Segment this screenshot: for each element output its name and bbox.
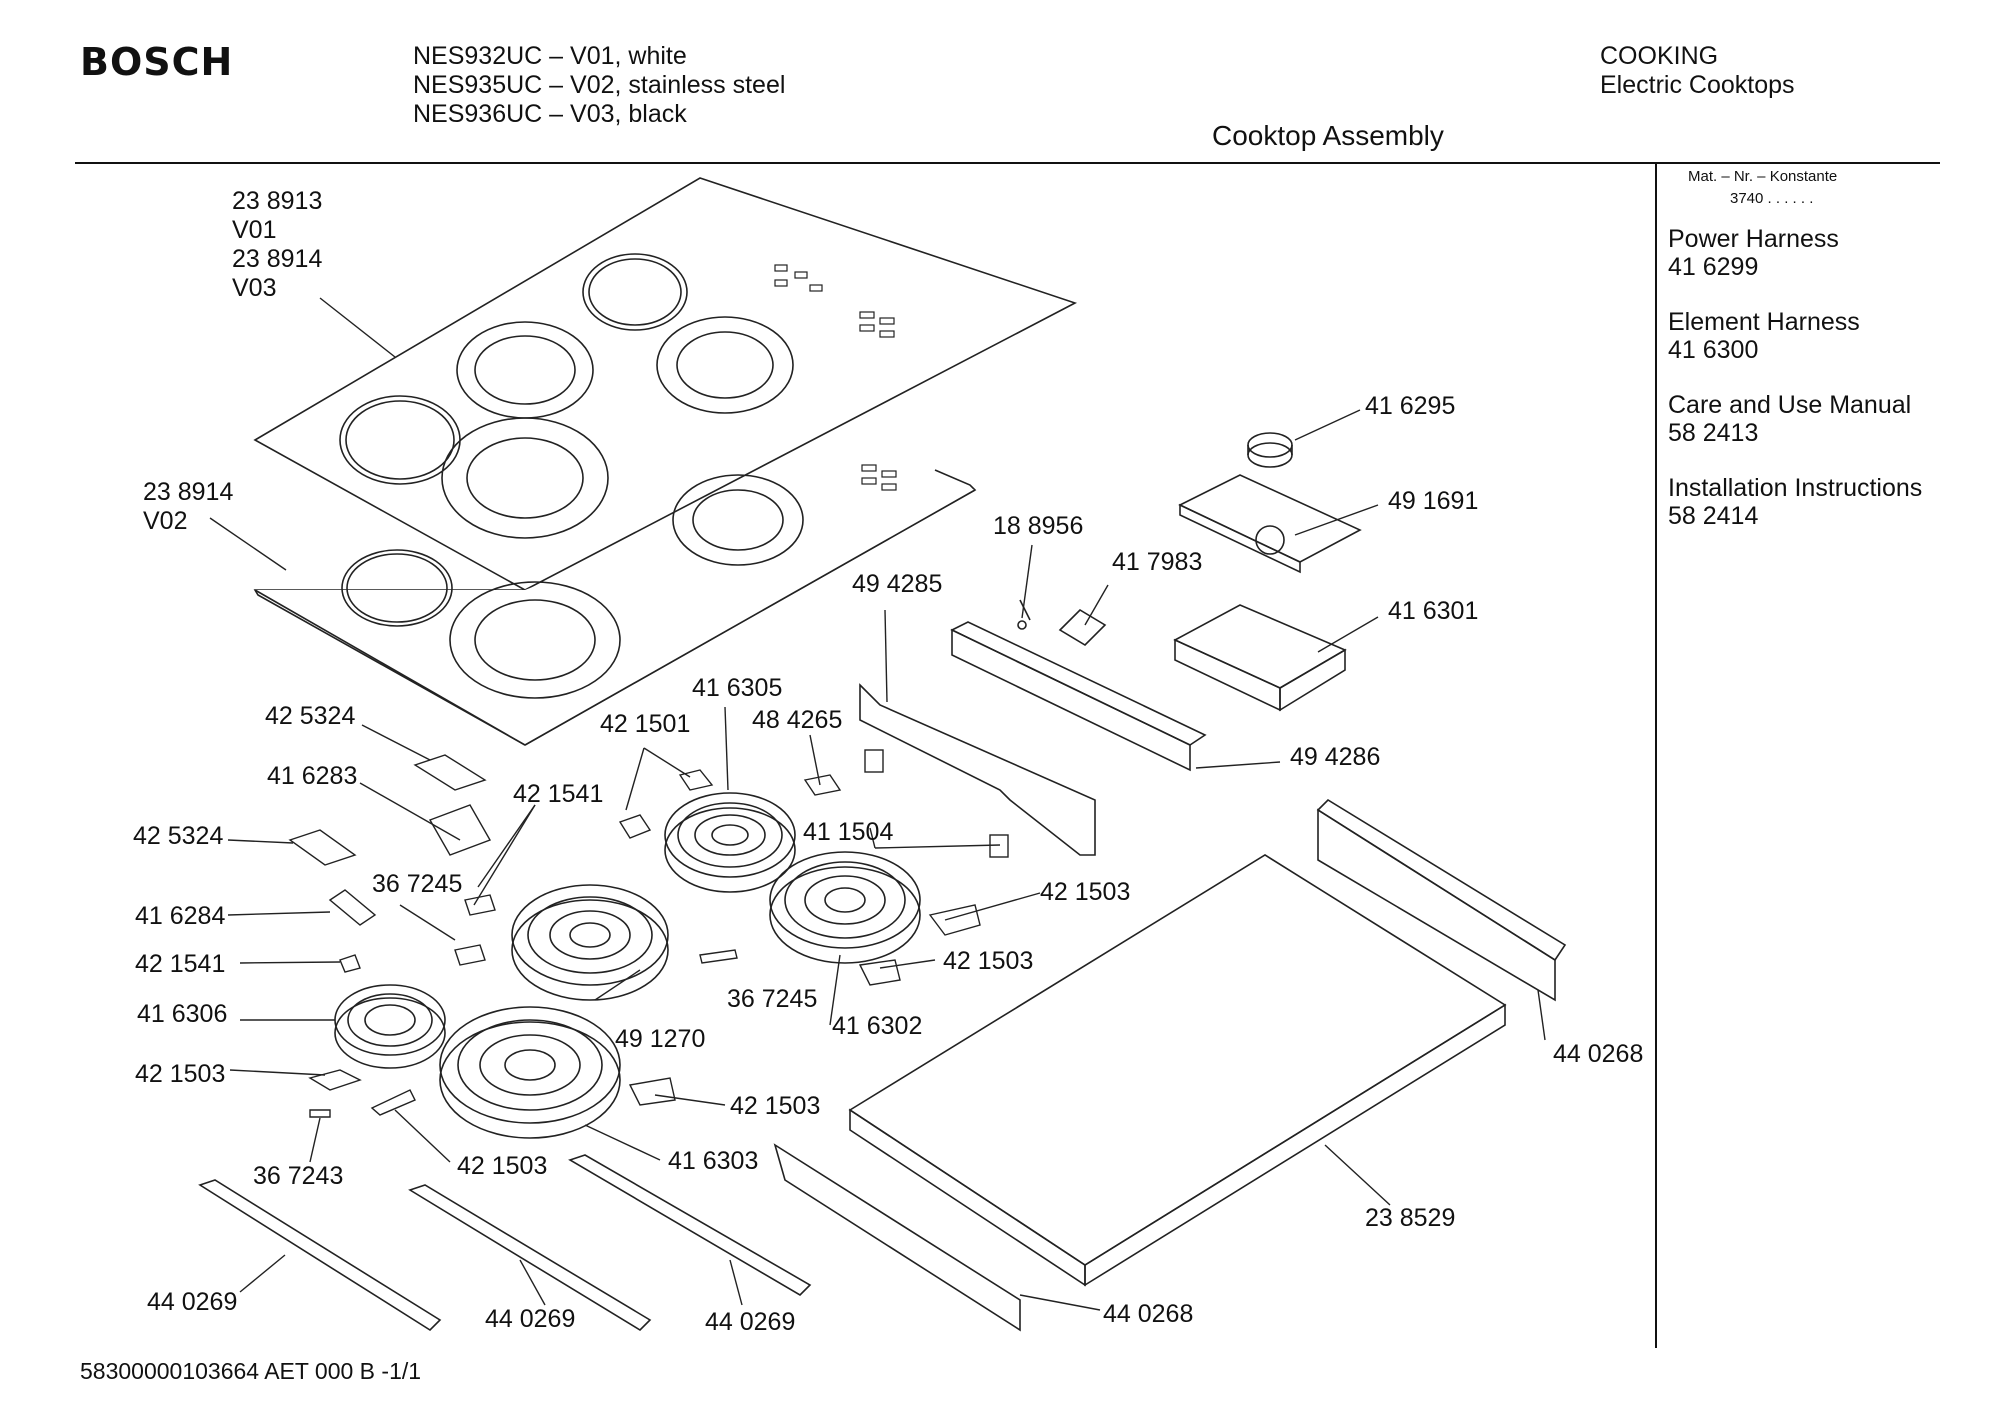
model-line-3: NES936UC – V03, black bbox=[413, 100, 687, 128]
part-label-pan: 23 8529 bbox=[1365, 1204, 1456, 1232]
part-label-retainer-d: 42 1503 bbox=[135, 1060, 226, 1088]
front-panel bbox=[859, 683, 1096, 856]
part-label-element-large: 41 6303 bbox=[668, 1147, 759, 1175]
part-label-retainer-f: 42 1503 bbox=[457, 1152, 548, 1180]
sidebar-item-name: Installation Instructions bbox=[1668, 474, 1923, 502]
element-mid-right bbox=[769, 851, 921, 964]
part-label-support-a: 44 0269 bbox=[147, 1288, 238, 1316]
sidebar-item-power-harness: Power Harness 41 6299 bbox=[1668, 225, 1839, 281]
sidebar-item-number: 58 2413 bbox=[1668, 419, 1759, 447]
part-label-retainer-e: 42 1503 bbox=[730, 1092, 821, 1120]
part-label-control-board: 49 1691 bbox=[1388, 487, 1479, 515]
page-title: Cooktop Assembly bbox=[1212, 120, 1444, 151]
part-label-glass-top-b: 23 8914 bbox=[232, 245, 323, 273]
part-label-spacer-b: 36 7245 bbox=[727, 985, 818, 1013]
element-mid bbox=[511, 884, 669, 1001]
mat-nr-value: 3740 . . . . . . bbox=[1730, 190, 1814, 207]
category: COOKING bbox=[1600, 42, 1719, 70]
part-label-knob: 41 6295 bbox=[1365, 392, 1456, 420]
rear-rail bbox=[950, 621, 1207, 772]
small-board bbox=[1058, 608, 1107, 647]
header-divider bbox=[75, 162, 1940, 164]
part-label-element-small: 41 6306 bbox=[137, 1000, 228, 1028]
pan bbox=[773, 854, 1507, 1332]
part-label-small-board: 41 7983 bbox=[1112, 548, 1203, 576]
part-label-glass-top-c: 23 8914 bbox=[143, 478, 234, 506]
part-label-clip-a: 42 5324 bbox=[265, 702, 356, 730]
part-label-glass-top-a: 23 8913 bbox=[232, 187, 323, 215]
support-rails bbox=[198, 1154, 812, 1332]
part-label-bracket-a: 42 1501 bbox=[600, 710, 691, 738]
model-line-2: NES935UC – V02, stainless steel bbox=[413, 71, 786, 99]
part-label-element-mid-right: 41 6302 bbox=[832, 1012, 923, 1040]
sidebar-item-number: 41 6300 bbox=[1668, 336, 1759, 364]
part-label-support-c: 44 0269 bbox=[705, 1308, 796, 1336]
element-small bbox=[334, 984, 446, 1069]
screw bbox=[1017, 599, 1031, 630]
part-label-housing: 41 6301 bbox=[1388, 597, 1479, 625]
sidebar-item-install-instructions: Installation Instructions 58 2414 bbox=[1668, 474, 1922, 530]
leader-lines bbox=[209, 297, 1546, 1311]
side-rail bbox=[1316, 798, 1567, 1002]
part-label-spacer-a: 36 7245 bbox=[372, 870, 463, 898]
glass-top-white-black bbox=[253, 177, 1078, 591]
part-label-bracket-b: 48 4265 bbox=[752, 706, 843, 734]
subcategory: Electric Cooktops bbox=[1600, 71, 1795, 99]
sidebar-item-number: 58 2414 bbox=[1668, 502, 1759, 530]
part-label-support-b: 44 0269 bbox=[485, 1305, 576, 1333]
mat-nr-label: Mat. – Nr. – Konstante bbox=[1688, 168, 1838, 185]
glass-top-stainless bbox=[253, 455, 977, 746]
part-label-front-rail: 44 0268 bbox=[1103, 1300, 1194, 1328]
sidebar-item-care-manual: Care and Use Manual 58 2413 bbox=[1668, 391, 1911, 447]
part-label-glass-top-a-variant: V01 bbox=[232, 216, 277, 244]
sidebar-item-element-harness: Element Harness 41 6300 bbox=[1668, 308, 1860, 364]
part-label-side-rail: 44 0268 bbox=[1553, 1040, 1644, 1068]
document-code: 58300000103664 AET 000 B -1/1 bbox=[80, 1358, 422, 1384]
part-label-clip-b: 42 1541 bbox=[513, 780, 604, 808]
part-label-glass-top-b-variant: V03 bbox=[232, 274, 277, 302]
part-label-retainer-a: 42 1503 bbox=[1040, 878, 1131, 906]
part-label-element-rear: 41 6305 bbox=[692, 674, 783, 702]
sidebar-item-name: Care and Use Manual bbox=[1668, 391, 1912, 419]
part-label-rear-rail: 49 4286 bbox=[1290, 743, 1381, 771]
model-line-1: NES932UC – V01, white bbox=[413, 42, 687, 70]
element-large bbox=[439, 1006, 621, 1139]
part-label-limiter: 41 1504 bbox=[803, 818, 894, 846]
control-board bbox=[1178, 474, 1362, 574]
part-label-clip-c: 42 5324 bbox=[133, 822, 224, 850]
housing bbox=[1173, 604, 1347, 712]
part-label-element-mid: 49 1270 bbox=[615, 1025, 706, 1053]
part-label-front-panel: 49 4285 bbox=[852, 570, 943, 598]
sidebar-item-name: Power Harness bbox=[1668, 225, 1839, 253]
element-rear bbox=[664, 792, 796, 893]
sidebar-divider bbox=[1655, 163, 1657, 1348]
small-parts bbox=[288, 749, 1009, 1118]
sidebar-item-number: 41 6299 bbox=[1668, 253, 1759, 281]
part-label-cable-clip: 41 6284 bbox=[135, 902, 226, 930]
part-label-retainer-c: 42 1503 bbox=[943, 947, 1034, 975]
part-label-glass-top-c-variant: V02 bbox=[143, 507, 188, 535]
knob bbox=[1247, 432, 1293, 468]
sidebar-item-name: Element Harness bbox=[1668, 308, 1860, 336]
brand-logo: BOSCH bbox=[80, 40, 234, 84]
part-label-holder: 41 6283 bbox=[267, 762, 358, 790]
part-label-screw: 18 8956 bbox=[993, 512, 1084, 540]
part-label-spacer-c: 36 7243 bbox=[253, 1162, 344, 1190]
part-label-retainer-b: 42 1541 bbox=[135, 950, 226, 978]
